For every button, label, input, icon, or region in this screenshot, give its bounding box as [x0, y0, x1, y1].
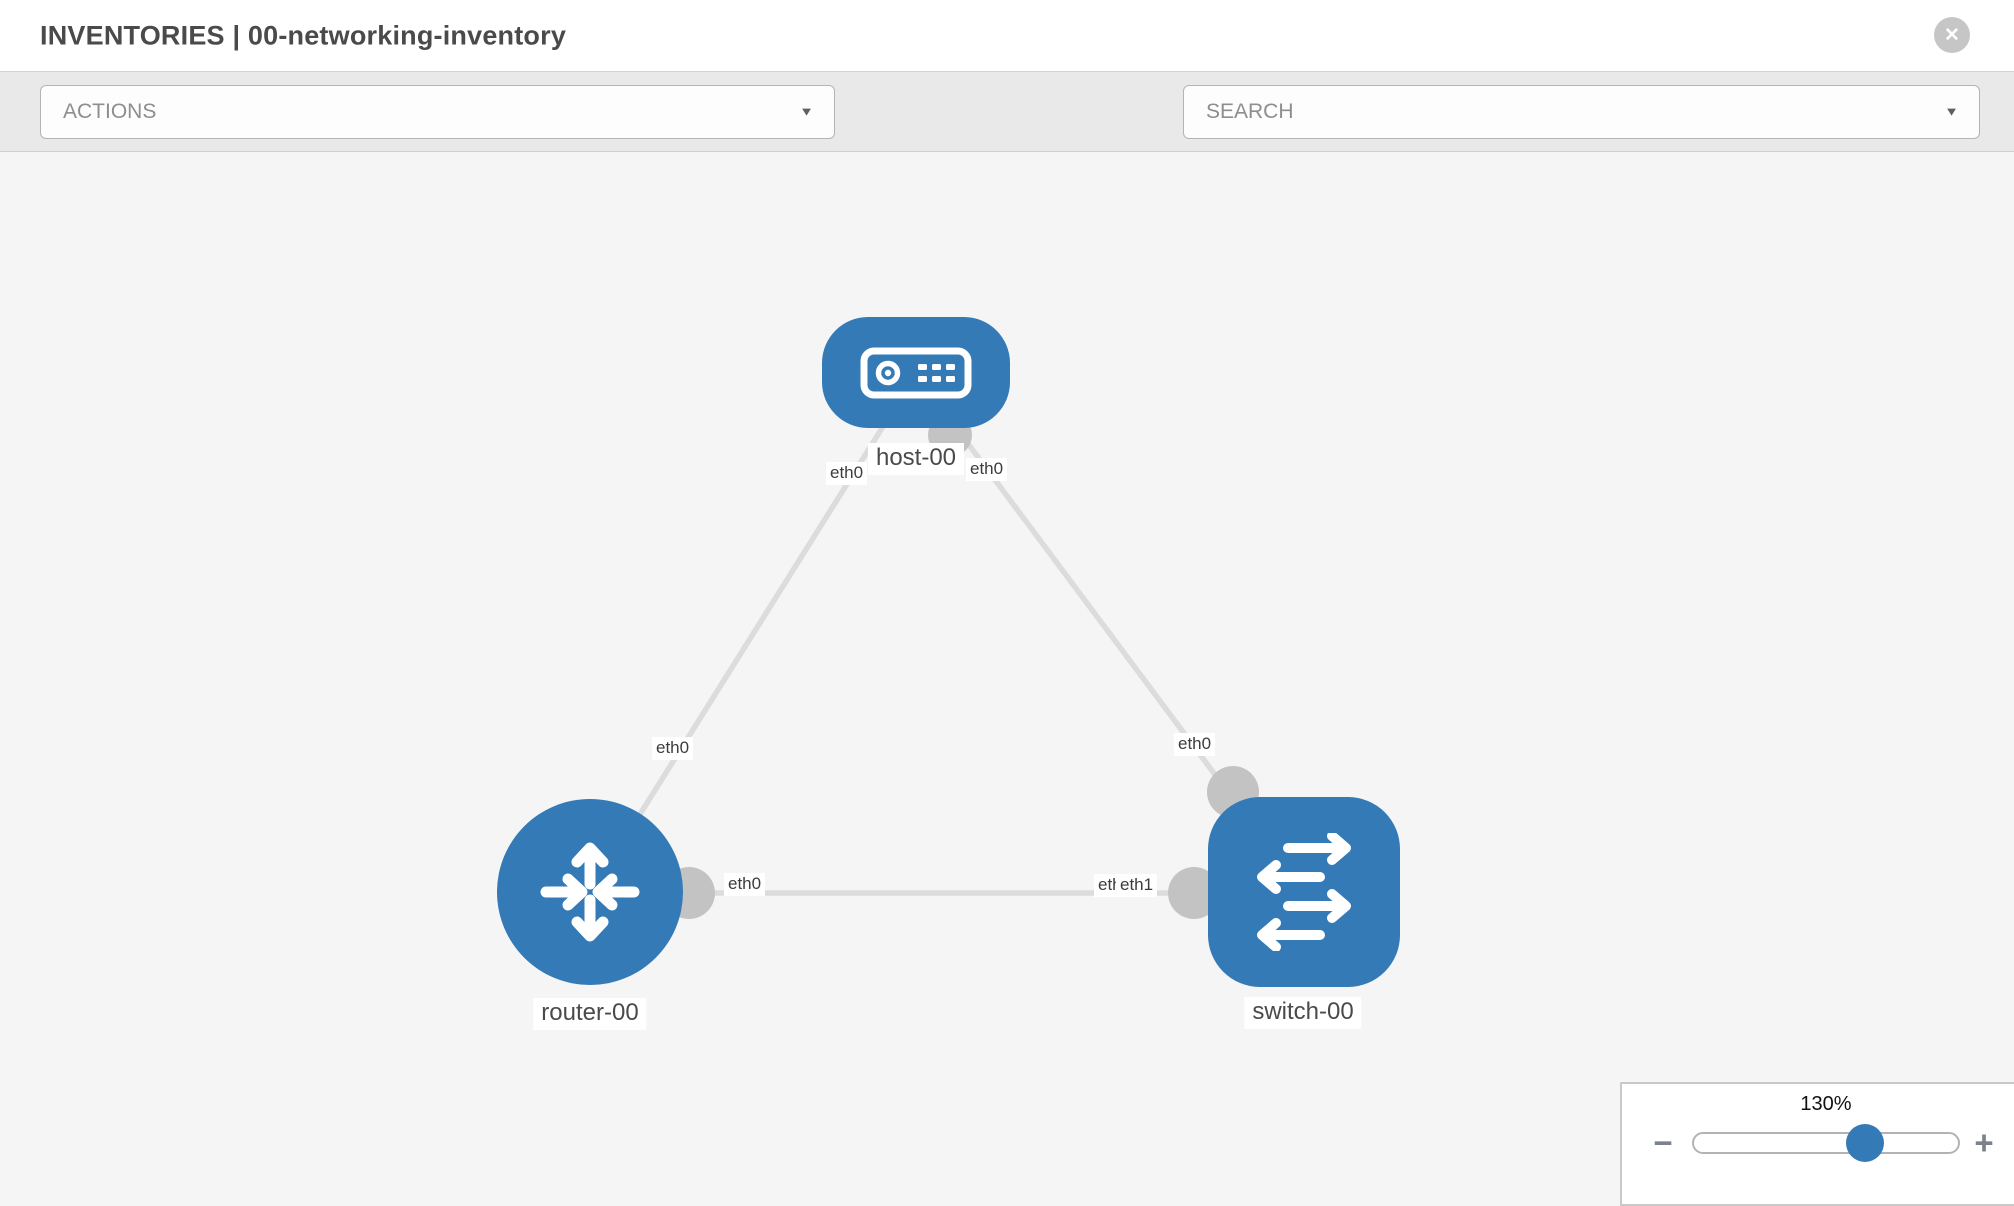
- link-host-router[interactable]: [587, 372, 919, 896]
- iface-label-host-eth0-right: eth0: [966, 458, 1008, 481]
- node-label-switch-00: switch-00: [1244, 997, 1362, 1029]
- links-layer: [587, 372, 1307, 919]
- zoom-slider-track[interactable]: [1692, 1132, 1960, 1154]
- zoom-level-value: 130%: [1800, 1093, 1852, 1115]
- search-dropdown-label: SEARCH: [1206, 100, 1294, 123]
- node-label-host-00: host-00: [867, 443, 965, 475]
- host-icon: [860, 347, 972, 398]
- iface-label-switch-eth0-uplink: eth0: [1174, 733, 1216, 756]
- topology-toolbar: ACTIONS ▼ SEARCH ▼: [0, 71, 2014, 204]
- page-title: INVENTORIES | 00-networking-inventory: [40, 20, 567, 50]
- topology-canvas[interactable]: eth0 eth0 eth0 eth0 eth0 eth0 eth1 host-…: [0, 153, 2014, 1200]
- actions-dropdown-label: ACTIONS: [63, 100, 157, 123]
- actions-dropdown[interactable]: ACTIONS ▼: [40, 85, 835, 139]
- close-icon[interactable]: ✕: [1934, 17, 1970, 53]
- iface-label-router-eth0: eth0: [724, 873, 766, 896]
- interface-connector: [1168, 867, 1220, 919]
- node-label-router-00: router-00: [533, 998, 647, 1030]
- breadcrumb-header: INVENTORIES | 00-networking-inventory ✕: [0, 0, 2014, 71]
- zoom-out-button[interactable]: −: [1653, 1124, 1673, 1161]
- iface-label-router-eth0-uplink: eth0: [652, 737, 694, 760]
- chevron-down-icon: ▼: [799, 105, 814, 119]
- iface-label-host-eth0-left: eth0: [826, 462, 868, 485]
- zoom-control-panel: 130% − +: [1620, 1082, 2014, 1206]
- node-switch-00[interactable]: [1208, 797, 1400, 987]
- router-icon: [540, 842, 640, 942]
- switch-icon: [1257, 833, 1351, 951]
- zoom-slider-thumb[interactable]: [1846, 1124, 1884, 1162]
- chevron-down-icon: ▼: [1944, 105, 1959, 119]
- node-router-00[interactable]: [497, 799, 683, 985]
- search-dropdown[interactable]: SEARCH ▼: [1183, 85, 1980, 139]
- iface-label-switch-eth1: eth1: [1116, 874, 1158, 897]
- close-glyph: ✕: [1944, 24, 1960, 46]
- node-host-00[interactable]: [822, 317, 1010, 428]
- zoom-in-button[interactable]: +: [1974, 1124, 1994, 1161]
